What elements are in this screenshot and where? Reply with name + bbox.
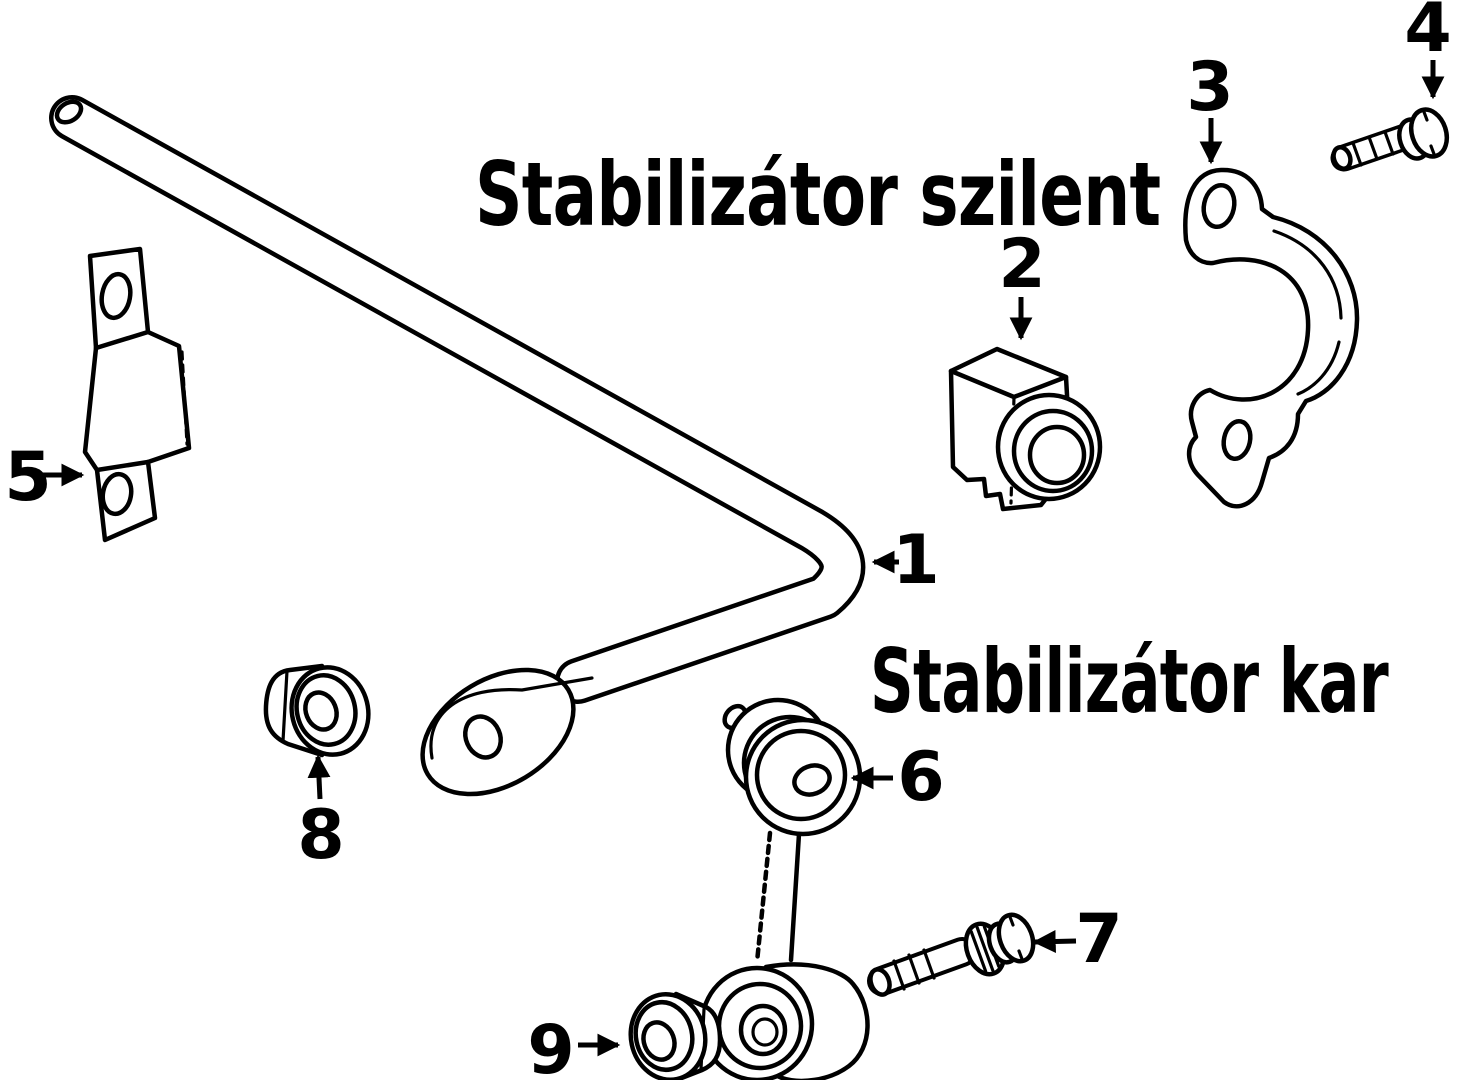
clamp-hole-upper [1201, 182, 1237, 230]
flange-nut-part9 [628, 991, 723, 1080]
part-1-label: 1 [892, 521, 939, 600]
bar-end-cap [54, 99, 84, 125]
part-7-label: 7 [1075, 900, 1122, 979]
part-9-label: 9 [527, 1011, 574, 1080]
link-stud-hole [792, 763, 832, 797]
part-7-arrow [1032, 929, 1077, 953]
link-bolt-part7 [867, 912, 1036, 997]
clamp-hole-lower [1221, 418, 1253, 462]
part-8-arrow [307, 754, 331, 800]
stabilizer-link-part6 [699, 697, 870, 1080]
bushing-bore [1027, 424, 1087, 486]
clamp-bracket-part3 [1183, 167, 1360, 509]
caption-stabilizer-link: Stabilizátor kar [870, 630, 1389, 733]
nut8-hole [303, 690, 339, 732]
nut9-hole [641, 1020, 677, 1062]
part-3-label: 3 [1186, 48, 1233, 127]
part-8-label: 8 [297, 796, 344, 875]
part-6-label: 6 [897, 738, 944, 817]
retainer-bracket-part5 [82, 246, 192, 543]
callouts: 1 2 3 4 5 6 7 8 9 [4, 0, 1451, 1080]
caption-stabilizer-bushing: Stabilizátor szilent [475, 143, 1161, 246]
bar-end-eyelet [420, 667, 594, 797]
clamp-bolt-part4 [1330, 107, 1450, 172]
flange-nut-part8 [263, 663, 371, 758]
stabilizer-bar [49, 95, 866, 797]
stabilizer-bushing-part2 [948, 346, 1103, 512]
part-4-label: 4 [1404, 0, 1451, 68]
bracket-hole-upper [99, 271, 133, 321]
part-2-label: 2 [998, 225, 1045, 304]
bracket-hole-lower [100, 471, 134, 517]
